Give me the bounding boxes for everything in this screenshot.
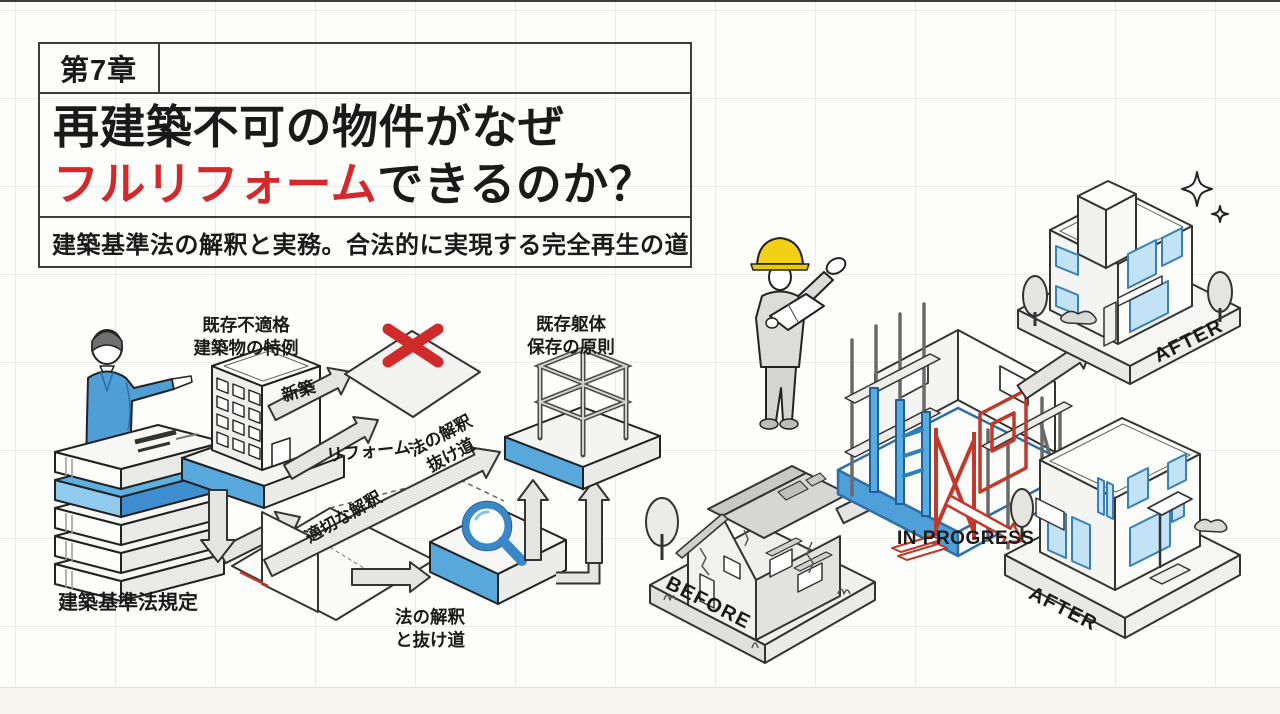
sparkle-icon xyxy=(1181,171,1229,223)
pointing-hand xyxy=(171,375,193,390)
arrow-new-construction xyxy=(267,366,353,422)
after-house-bottom xyxy=(1004,417,1241,639)
after-windows xyxy=(1055,227,1183,333)
book-cover-text xyxy=(134,429,198,453)
chapter-label: 第7章 xyxy=(40,44,160,92)
arrow-plot-to-box xyxy=(351,561,431,593)
hair xyxy=(91,330,123,352)
top-edge-strip xyxy=(0,0,1280,2)
arrow-down-to-plot xyxy=(200,489,236,563)
chapter-row: 第7章 xyxy=(40,44,690,94)
shrub xyxy=(1060,310,1097,325)
arrow-up-1 xyxy=(517,479,549,561)
title-line-1: 再建築不可の物件がなぜ xyxy=(53,101,565,153)
blueprint xyxy=(769,293,825,331)
in-progress-label: IN PROGRESS xyxy=(897,528,1035,549)
tree xyxy=(1022,275,1048,317)
red-plank xyxy=(891,535,942,553)
arrow-reform xyxy=(283,416,379,480)
roof-patch xyxy=(777,480,809,501)
after-house-top xyxy=(1017,171,1241,385)
tree xyxy=(1010,488,1034,528)
title-line-2: フルリフォームできるのか？ xyxy=(53,158,656,210)
hard-hat-icon xyxy=(756,237,804,265)
nonconforming-building-label: 既存不適格 建築物の特例 xyxy=(193,315,299,358)
blue-ladder xyxy=(902,428,924,478)
frame-preservation-label: 既存躯体 保存の原則 xyxy=(527,314,615,357)
arrow-up-2 xyxy=(578,479,610,564)
red-arrow-to-after xyxy=(944,494,1024,545)
cracks xyxy=(699,529,814,576)
x-plot xyxy=(344,323,481,418)
nonconforming-building xyxy=(181,345,345,509)
blue-frame-members xyxy=(869,387,931,517)
raised-hand xyxy=(825,257,847,275)
balcony xyxy=(1117,275,1163,307)
arrow-loophole xyxy=(263,446,501,578)
page-title: 再建築不可の物件がなぜ フルリフォームできるのか？ xyxy=(40,94,690,213)
grass xyxy=(663,588,851,649)
building-windows xyxy=(216,377,261,461)
bottom-edge-strip xyxy=(0,687,1280,714)
building-door xyxy=(271,437,291,468)
subtitle: 建築基準法の解釈と実務。合法的に実現する完全再生の道 xyxy=(40,216,690,266)
before-house xyxy=(645,465,876,664)
title-block: 第7章 再建築不可の物件がなぜ フルリフォームできるのか？ 建築基準法の解釈と実… xyxy=(38,42,692,268)
entrance-step xyxy=(1149,563,1191,585)
entrance-canopy xyxy=(1147,491,1193,516)
x-mark-icon xyxy=(382,323,444,368)
front-door xyxy=(1103,301,1117,347)
balcony xyxy=(1035,497,1065,531)
magnifier-icon xyxy=(461,500,527,566)
magnifier-box-label: 法の解釈 と抜け道 xyxy=(395,607,465,650)
magnifier-box xyxy=(429,500,567,605)
old-door xyxy=(699,573,715,609)
worker-figure xyxy=(750,237,847,430)
title-highlight: フルリフォーム xyxy=(53,158,378,210)
steel-frame xyxy=(504,346,661,491)
shrub xyxy=(1194,518,1228,533)
red-boundary-line xyxy=(239,570,269,588)
books-label: 建築基準法規定 xyxy=(58,592,198,614)
